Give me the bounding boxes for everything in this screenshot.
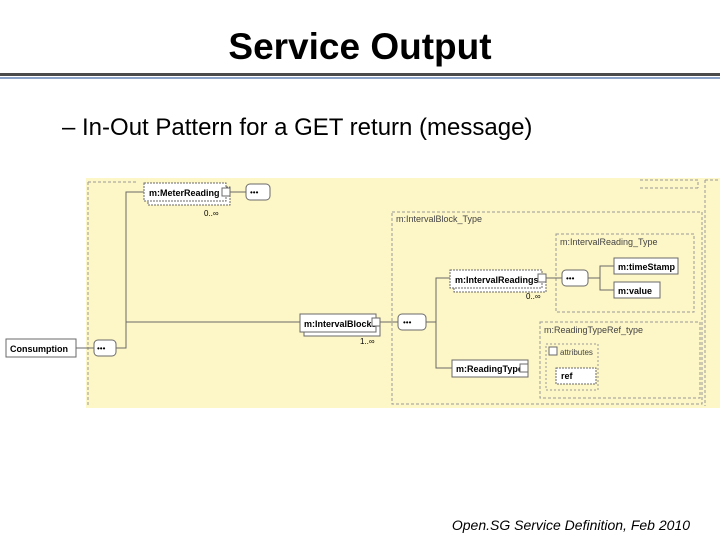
element-consumption-label: Consumption [10,344,68,354]
interval-block-type-region [391,211,703,405]
attributes-group: attributes ref [545,343,599,391]
title-underline [0,73,720,76]
element-interval-readings-label: m:IntervalReadings [455,275,539,285]
sequence-glyph: ••• [250,188,259,197]
schema-diagram: m:IntervalBlock_Type m:IntervalReading_T… [5,178,720,408]
element-interval-blocks: m:IntervalBlocks [299,313,381,337]
attributes-label: attributes [560,348,593,357]
sequence-glyph: ••• [403,318,412,327]
sequence-glyph: ••• [566,274,575,283]
element-interval-blocks-label: m:IntervalBlocks [304,319,377,329]
element-consumption: Consumption [5,338,77,358]
interval-reading-type-region [555,233,695,313]
top-right-frame [640,179,718,406]
element-reading-type: m:ReadingType [451,359,529,378]
element-time-stamp-label: m:timeStamp [618,262,676,272]
sequence-compositor-interval-readings: ••• [561,269,589,287]
multiplicity-interval-readings: 0..∞ [526,292,541,301]
interval-block-type-label: m:IntervalBlock_Type [396,214,482,224]
reading-type-ref-type-label: m:ReadingTypeRef_type [544,325,643,335]
attribute-ref-label: ref [561,371,574,381]
reading-type-ref-type-region [539,321,701,399]
element-value-label: m:value [618,286,652,296]
sequence-compositor-root: ••• [93,339,117,357]
multiplicity-interval-blocks: 1..∞ [360,337,375,346]
expand-toggle-icon [371,317,381,327]
sequence-glyph: ••• [97,344,106,353]
element-value: m:value [613,281,661,299]
expand-toggle-icon [221,187,231,197]
element-time-stamp: m:timeStamp [613,257,679,275]
slide-title: Service Output [228,26,492,67]
connector-lines [76,191,614,369]
slide-bullet: – In-Out Pattern for a GET return (messa… [62,114,533,141]
element-reading-type-label: m:ReadingType [456,364,523,374]
multiplicity-meter-reading: 0..∞ [204,209,219,218]
expand-toggle-icon [519,363,529,373]
title-underline-accent [0,77,720,79]
slide-footer: Open.SG Service Definition, Feb 2010 [451,517,690,533]
attributes-collapse-icon [548,346,558,356]
sequence-compositor-meter-reading: ••• [245,183,271,201]
element-interval-readings: m:IntervalReadings [449,269,547,293]
element-meter-reading: m:MeterReading [143,182,231,206]
expand-toggle-icon [537,273,547,283]
interval-reading-type-label: m:IntervalReading_Type [560,237,658,247]
sequence-compositor-interval-blocks: ••• [397,313,427,331]
outer-region-border [87,181,136,406]
element-meter-reading-label: m:MeterReading [149,188,220,198]
